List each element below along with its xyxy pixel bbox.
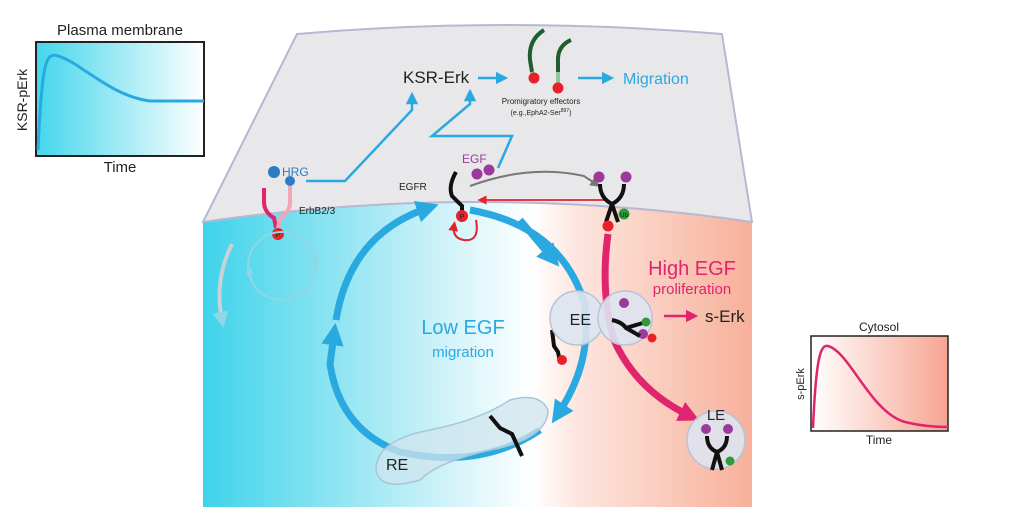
cytosol-plot-ylabel: s-pErk xyxy=(795,368,807,400)
ee-label: EE xyxy=(570,312,591,329)
hrg-ligand xyxy=(268,166,280,178)
plasma-membrane-curve xyxy=(36,53,204,151)
egfr-autophospho-arrow xyxy=(448,219,478,242)
erbb-label: ErbB2/3 xyxy=(299,206,336,217)
ee-egf-2 xyxy=(638,329,648,339)
le-ub-icon xyxy=(725,456,735,466)
promigratory-effectors-label: Promigratory effectors xyxy=(502,97,581,106)
ee-phospho-icon xyxy=(641,317,651,327)
erbb-phospho-label: P xyxy=(276,232,281,239)
erbb-recycling-loop xyxy=(247,231,317,301)
effector-1-icon xyxy=(527,28,546,73)
plasma-membrane-plot-title: Plasma membrane xyxy=(57,22,183,39)
membrane-signaling: HRG KSR-Erk Promigratory effectors (e.g.… xyxy=(268,28,689,186)
recycling-egfr-icon xyxy=(488,414,524,457)
hrg-label: HRG xyxy=(282,165,309,179)
effector-2-phospho-icon xyxy=(552,82,564,94)
low-egf-cycle-left-arc xyxy=(332,200,439,321)
cell-body xyxy=(201,24,754,507)
egf-dimer-ligand-1 xyxy=(593,171,605,183)
egfr-membrane: EGF EGFR P Ub xyxy=(399,152,632,242)
cytosol-plot: Cytosol s-pErk Time xyxy=(795,320,949,447)
low-egf-label: Low EGF xyxy=(421,317,504,339)
egfr-dimer-ub-label: Ub xyxy=(620,213,628,219)
low-egf-migration-label: migration xyxy=(432,344,494,361)
egfr-dimer-phospho-icon xyxy=(602,220,614,232)
re-label: RE xyxy=(386,457,408,474)
effector-1-phospho-icon xyxy=(528,72,540,84)
erbb-loop-arrow-icon xyxy=(310,249,319,266)
low-egf-cycle-upper-arrow-icon xyxy=(517,217,560,267)
ee-phospho-2-icon xyxy=(647,333,657,343)
erbb-loop-arrow-2-icon xyxy=(246,266,254,283)
le-egf-1 xyxy=(701,424,711,434)
early-endosome-right xyxy=(597,290,653,346)
egf-ligand-2 xyxy=(483,164,495,176)
erbb-degradation-arrow xyxy=(212,243,234,328)
egfr-phospho-label: P xyxy=(460,214,465,221)
migration-label: Migration xyxy=(623,71,689,88)
cytosol-plot-title: Cytosol xyxy=(859,320,899,334)
high-egf-label: High EGF xyxy=(648,258,736,280)
plasma-membrane-plot-xlabel: Time xyxy=(104,159,137,176)
egf-to-ksr-arrow xyxy=(428,88,514,169)
internalized-egfr-phospho-icon xyxy=(557,355,567,365)
egfr-dimerization-arrow xyxy=(469,170,601,187)
egfr-dimer-icon xyxy=(598,183,626,223)
cytosol-plot-area xyxy=(810,335,949,432)
egf-dimer-ligand-2 xyxy=(620,171,632,183)
cytosol-plot-xlabel: Time xyxy=(866,433,893,447)
recycling-endosome: RE xyxy=(375,396,549,485)
egfr-phospho-icon xyxy=(456,210,468,222)
plasma-membrane-plot: Plasma membrane KSR-pErk Time xyxy=(14,22,205,176)
ee-egf-1 xyxy=(619,298,629,308)
le-label: LE xyxy=(707,407,725,424)
le-egf-2 xyxy=(723,424,733,434)
ksr-erk-label: KSR-Erk xyxy=(403,68,470,87)
egf-label: EGF xyxy=(462,152,487,166)
recycling-endosome-body xyxy=(375,396,549,485)
egf-ligand-1 xyxy=(471,168,483,180)
erbb3-icon xyxy=(276,186,292,229)
plasma-membrane-plot-ylabel: KSR-pErk xyxy=(14,68,30,131)
hrg-ligand-bound xyxy=(285,176,295,186)
erbb-phospho-icon xyxy=(272,228,284,240)
high-egf-proliferation-label: proliferation xyxy=(653,281,731,298)
erbb-receptor: ErbB2/3 P xyxy=(212,186,336,328)
egfr-monomer-icon xyxy=(448,171,464,214)
s-erk-label: s-Erk xyxy=(705,307,745,326)
promigratory-example-label: (e.g.,EphA2-Ser897) xyxy=(511,108,572,117)
high-egf-path: High EGF proliferation EE s-Erk LE xyxy=(549,233,746,471)
effector-2-icon xyxy=(555,38,572,80)
erbb2-icon xyxy=(262,188,278,229)
plasma-membrane-plot-area xyxy=(35,41,205,157)
cytosol-curve xyxy=(811,344,949,429)
egfr-label: EGFR xyxy=(399,182,427,193)
egfr-dimer-ub-icon xyxy=(618,208,630,220)
hrg-to-ksr-arrow xyxy=(306,91,419,183)
le-egfr-dimer-icon xyxy=(705,435,729,471)
